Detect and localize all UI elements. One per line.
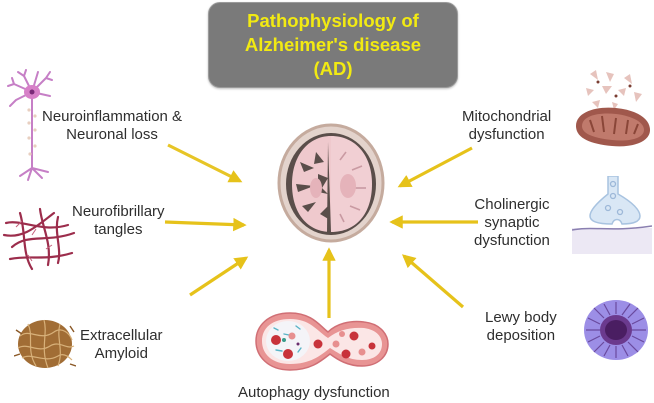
arrow-amyloid [189,256,249,297]
label-autophagy: Autophagy dysfunction [238,384,390,402]
label-line: synaptic [484,214,540,231]
label-line: Extracellular [80,327,163,344]
label-line: tangles [94,221,143,238]
arrow-neuroinflammation [167,143,243,183]
label-line: Lewy body [485,309,557,326]
label-line: dysfunction [468,126,545,143]
label-amyloid: Extracellular Amyloid [80,327,163,363]
synapse-icon [572,176,652,254]
label-neuroinflammation: Neuroinflammation & Neuronal loss [42,108,182,144]
label-lewy: Lewy body deposition [485,309,557,345]
title-box: Pathophysiology of Alzheimer's disease (… [208,2,458,88]
label-line: deposition [486,327,556,344]
label-line: Neuroinflammation & [42,108,183,125]
label-line: Autophagy dysfunction [238,384,390,401]
label-line: Mitochondrial [462,108,552,125]
autophagosome-icon [255,312,389,371]
lewy-body-icon [584,300,648,360]
label-mitochondrial: Mitochondrial dysfunction [462,108,551,144]
arrow-mitochondrial [397,146,473,188]
label-cholinergic: Cholinergic synaptic dysfunction [474,196,550,250]
label-line: Neurofibrillary [72,203,165,220]
label-line: dysfunction [474,232,550,249]
arrow-lewy [401,254,465,309]
title-line-2: Alzheimer's disease [244,34,422,55]
brain-section-icon [277,123,385,243]
title-line-3: (AD) [313,58,353,79]
neuron-icon [7,69,53,181]
label-line: Neuronal loss [66,126,158,143]
title-line-1: Pathophysiology of [247,10,419,31]
label-line: Amyloid [94,345,148,362]
amyloid-fibrils-icon [14,319,76,369]
label-neurofibrillary: Neurofibrillary tangles [72,203,165,239]
arrow-neurofibrillary [164,217,247,232]
tangles-icon [2,207,76,271]
mitochondrion-icon [576,70,650,147]
label-line: Cholinergic [474,196,550,213]
